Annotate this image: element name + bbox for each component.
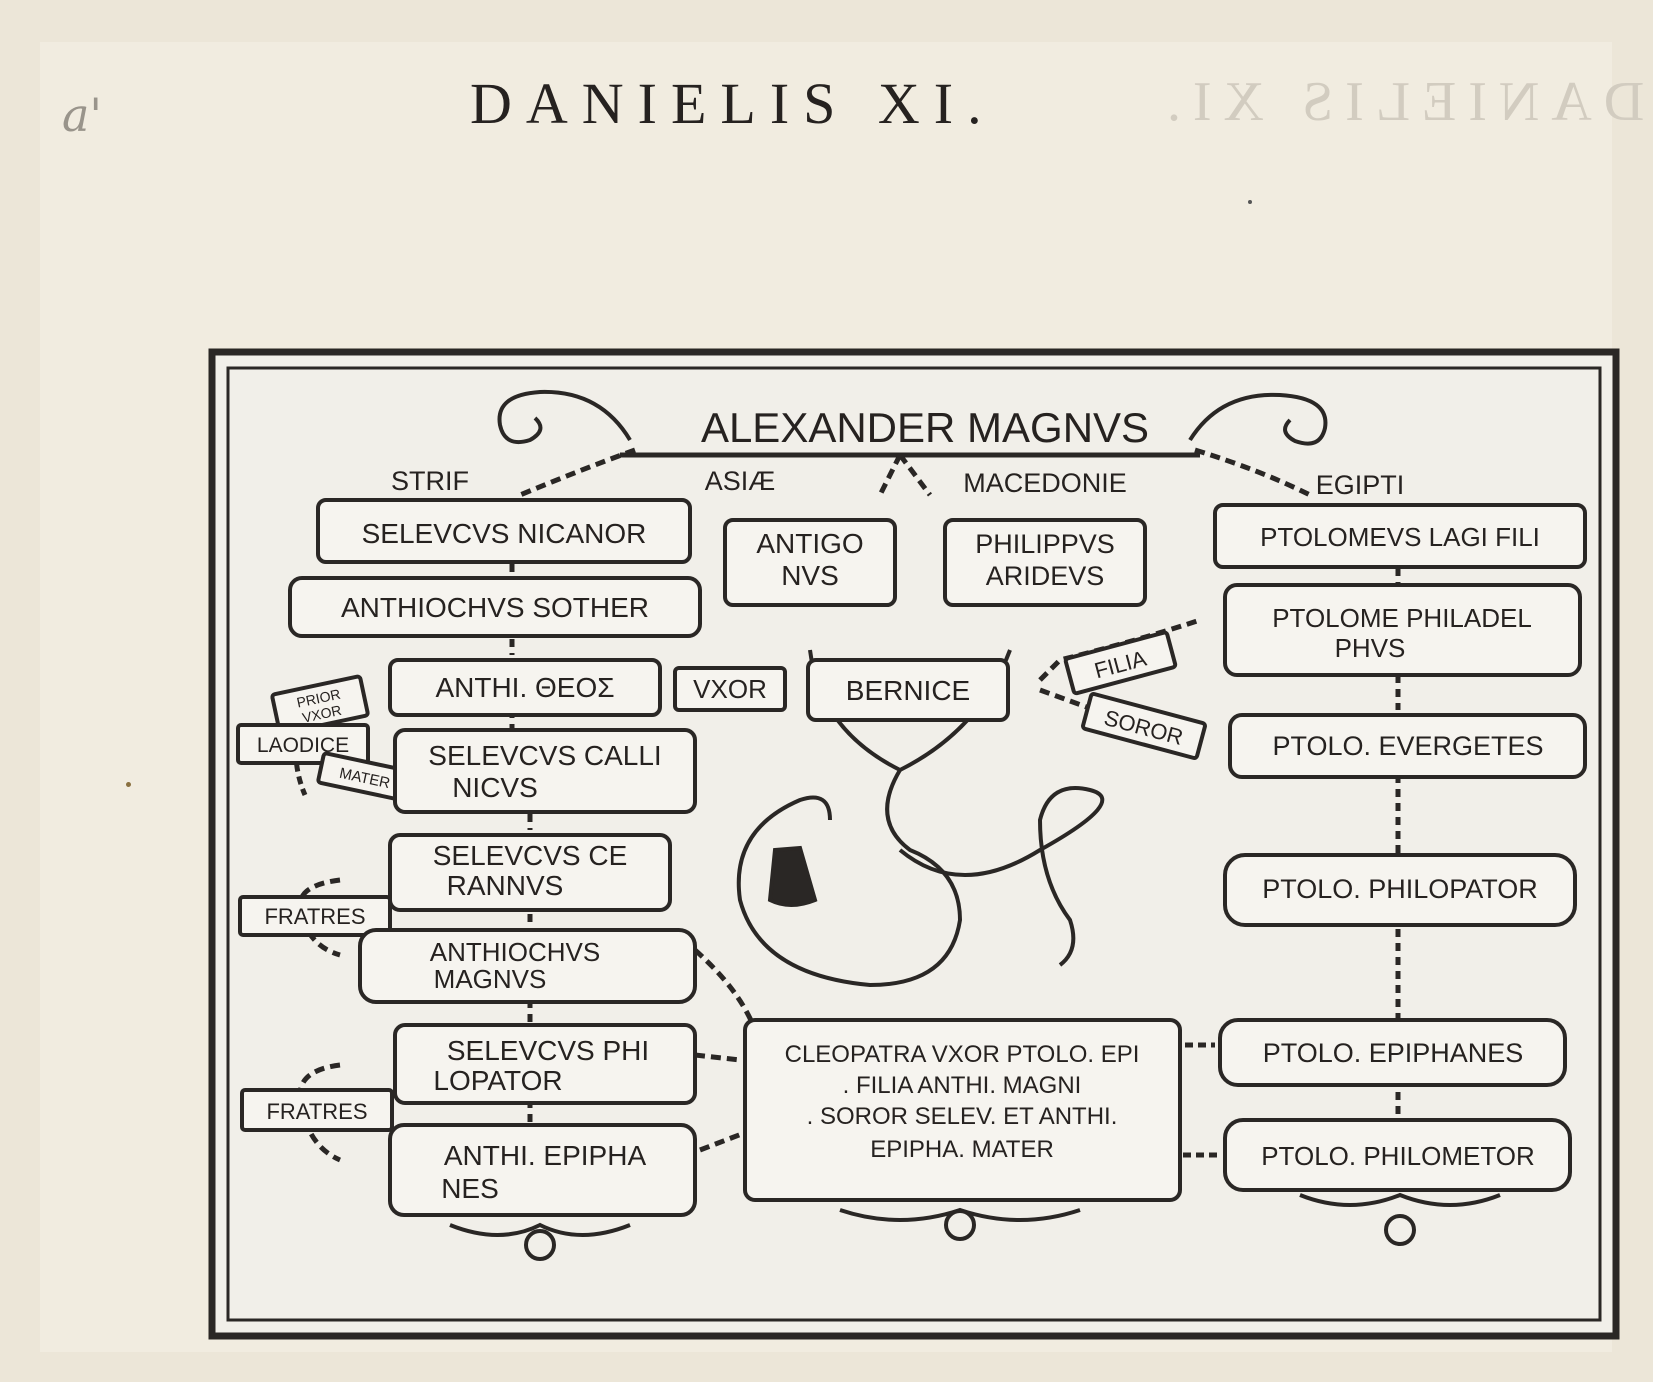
box-fratres-2 [240,1088,394,1132]
bottom-ornaments [449,1192,1501,1261]
chain-to-macedonia [898,453,932,497]
label-region-egypt: EGIPTI [1316,470,1405,500]
label-magnus-1: ANTHIOCHVS [430,937,600,967]
label-philopator-s-1: SELEVCVS PHI [447,1035,649,1066]
chain-philopator-cleopatra [694,1052,741,1063]
box-ceraunus [388,833,672,912]
pencil-annotation: a' [62,88,103,142]
chain-magnus-cleopatra [693,948,758,1031]
label-ptolomeus-lagi: PTOLOMEVS LAGI FILI [1260,522,1540,552]
label-antigonus-2: NVS [781,560,839,591]
label-ceraunus-1: SELEVCVS CE [433,840,628,871]
label-antigonus-1: ANTIGO [756,528,863,559]
box-anthi-epiphanes [388,1123,697,1217]
box-ptolomeus-lagi [1213,503,1587,569]
label-epiphanes-a-1: ANTHI. EPIPHA [444,1140,647,1171]
box-callinicus [393,728,697,814]
chain-to-egypt [1194,447,1312,498]
cord-left-loop [736,768,963,988]
box-ptolo-philometor [1223,1118,1572,1192]
left-scroll [497,389,632,445]
ink-speck [1248,200,1252,204]
label-cleopatra-4: EPIPHA. MATER [870,1136,1054,1163]
label-cleopatra-1: CLEOPATRA VXOR PTOLO. EPI [785,1041,1140,1068]
label-cleopatra-3: . SOROR SELEV. ET ANTHI. [807,1103,1118,1130]
label-anthi-theos: ANTHI. ΘΕΟΣ [435,672,614,703]
label-region-syria: STRIF [391,466,469,496]
box-philippus [943,518,1147,607]
label-seleucus-nicanor: SELEVCVS NICANOR [362,518,647,549]
chain-epiphanes-cleopatra [699,1122,766,1153]
label-philippus-1: PHILIPPVS [975,529,1115,559]
label-uxor: VXOR [693,674,767,704]
label-callinicus-1: SELEVCVS CALLI [428,740,661,771]
ornament-right [1299,1192,1501,1207]
label-anthiochus-sother: ANTHIOCHVS SOTHER [341,592,649,623]
foxing-speck [126,782,131,787]
label-region-macedonia: MACEDONIE [963,468,1127,498]
box-anthiochus-magnus [358,928,697,1004]
right-scroll [1188,392,1328,446]
box-antigonus [723,518,897,607]
box-filia [1063,630,1178,696]
box-cleopatra [743,1018,1182,1202]
label-ptolo-epiphanes: PTOLO. EPIPHANES [1263,1038,1524,1068]
ornament-left [449,1222,631,1237]
label-philadelphus-2: PHVS [1335,633,1406,663]
labels: ALEXANDER MAGNVS STRIF ASIÆ MACEDONIE EG… [257,404,1544,1204]
label-philippus-2: ARIDEVS [986,561,1105,591]
tassel [767,845,818,907]
box-anthiochus-sother [288,576,702,638]
label-region-asia: ASIÆ [705,466,776,496]
label-root: ALEXANDER MAGNVS [701,404,1149,451]
box-seleucus-nicanor [316,498,692,564]
box-philopator [1223,853,1577,927]
label-fratres-1: FRATRES [264,904,365,929]
label-callinicus-2: NICVS [452,772,538,803]
box-seleucus-philopator [393,1023,697,1105]
label-evergetes: PTOLO. EVERGETES [1272,731,1543,761]
ornament-right-ring [1384,1214,1416,1246]
label-magnus-2: MAGNVS [434,964,547,994]
cord-right-loop [898,786,1105,967]
label-fratres-2: FRATRES [266,1099,367,1124]
box-fratres-1 [238,895,392,937]
ornament-center-ring [944,1209,976,1241]
box-ptolo-epiphanes [1218,1018,1567,1087]
label-philopator: PTOLO. PHILOPATOR [1262,874,1538,904]
label-ceraunus-2: RANNVS [447,870,564,901]
box-philadelphus [1223,583,1582,677]
chain-to-asia [877,453,903,497]
box-bernice [806,658,1010,722]
label-epiphanes-a-2: NES [441,1173,499,1204]
label-philadelphus-1: PTOLOME PHILADEL [1272,603,1532,633]
label-philopator-s-2: LOPATOR [433,1065,562,1096]
box-uxor [673,666,787,712]
inner-frame [226,366,1602,1322]
box-anthi-theos [388,658,662,717]
ornament-left-ring [524,1229,556,1261]
box-shapes [236,498,1587,1217]
label-cleopatra-2: . FILIA ANTHI. MAGNI [843,1072,1082,1099]
cord-knot [736,649,1105,988]
box-soror [1081,692,1207,760]
root-scrolls [497,389,1328,446]
label-laodice: LAODICE [257,734,349,757]
box-evergetes [1228,713,1587,779]
page-heading: DANIELIS XI. [470,71,996,136]
label-bernice: BERNICE [846,675,970,706]
label-ptolo-philometor: PTOLO. PHILOMETOR [1261,1141,1535,1171]
